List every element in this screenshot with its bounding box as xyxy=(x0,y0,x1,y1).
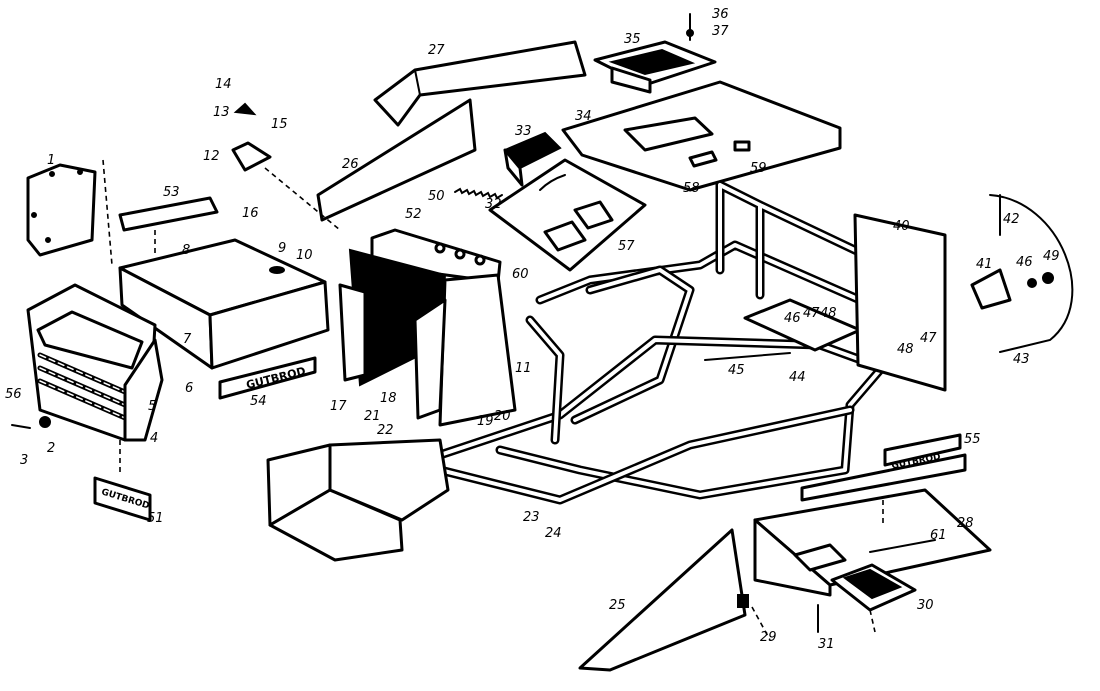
callout-60: 60 xyxy=(512,267,529,282)
callout-15: 15 xyxy=(271,117,288,132)
part-56-grille xyxy=(26,283,164,442)
part-54-gutbrod-decal: GUTBROD xyxy=(218,356,317,400)
part-13-knob xyxy=(233,102,257,116)
lower-fender-assembly xyxy=(266,438,450,562)
part-32-dash-plate xyxy=(488,158,647,272)
callout-37: 37 xyxy=(712,24,729,39)
callout-26: 26 xyxy=(342,157,359,172)
callout-45: 45 xyxy=(728,363,745,378)
callout-27: 27 xyxy=(428,43,445,58)
callout-32: 32 xyxy=(485,197,502,212)
callout-2: 2 xyxy=(47,441,55,456)
callout-14: 14 xyxy=(215,77,232,92)
callout-52: 52 xyxy=(405,207,422,222)
part-40-rear-plate xyxy=(853,213,947,392)
callout-30: 30 xyxy=(917,598,934,613)
callout-1: 1 xyxy=(47,153,55,168)
callout-42: 42 xyxy=(1003,212,1020,227)
callout-10: 10 xyxy=(296,248,313,263)
callout-28: 28 xyxy=(957,516,974,531)
part-2-nut xyxy=(39,416,51,428)
part-50-spring xyxy=(454,187,503,200)
callout-19: 19 xyxy=(477,414,494,429)
part-36-bolt xyxy=(686,13,694,41)
part-8-hood xyxy=(118,238,330,370)
callout-23: 23 xyxy=(523,510,540,525)
callout-3: 3 xyxy=(20,453,28,468)
part-28-side-console xyxy=(753,488,992,597)
callout-47: 47 xyxy=(920,331,937,346)
part-27-cover-plate xyxy=(373,40,587,127)
callout-7: 7 xyxy=(183,332,192,347)
callout-35: 35 xyxy=(624,32,641,47)
callout-44: 44 xyxy=(789,370,806,385)
callout-20: 20 xyxy=(494,409,511,424)
callout-11: 11 xyxy=(515,361,532,376)
part-11-dash-housing xyxy=(370,228,517,427)
callout-49: 49 xyxy=(1043,249,1060,264)
callout-22: 22 xyxy=(377,423,394,438)
callout-4: 4 xyxy=(150,431,158,446)
part-26-side-panel xyxy=(316,98,477,222)
part-12-bracket xyxy=(231,141,272,172)
callout-36: 36 xyxy=(712,7,729,22)
callout-50: 50 xyxy=(428,189,445,204)
part-3-screw xyxy=(11,424,31,429)
callout-53: 53 xyxy=(163,185,180,200)
part-41-hitch xyxy=(970,194,1074,353)
callout-12: 12 xyxy=(203,149,220,164)
part-51-badge: GUTBROD xyxy=(93,476,152,522)
callout-25: 25 xyxy=(609,598,626,613)
callout-58: 58 xyxy=(683,181,700,196)
callout-8: 8 xyxy=(182,243,190,258)
callout-29: 29 xyxy=(760,630,777,645)
callout-48: 48 xyxy=(897,342,914,357)
part-34-rear-panel xyxy=(561,80,842,192)
callout-6: 6 xyxy=(185,381,193,396)
leader-lines xyxy=(102,159,884,641)
callout-9: 9 xyxy=(278,241,286,256)
grille-slats xyxy=(37,352,128,421)
callout-labels: 1 2 3 4 5 6 7 8 9 10 11 12 13 14 15 16 1… xyxy=(5,7,1060,652)
callout-33: 33 xyxy=(515,124,532,139)
callout-16: 16 xyxy=(242,206,259,221)
part-25-floor-plate xyxy=(578,528,747,672)
callout-5: 5 xyxy=(148,399,156,414)
part-1-front-piece xyxy=(26,163,97,257)
callout-56: 56 xyxy=(5,387,22,402)
part-35-tray xyxy=(593,40,717,94)
callout-46: 46 xyxy=(1016,255,1033,270)
callout-41: 41 xyxy=(976,257,993,272)
callout-59: 59 xyxy=(750,161,767,176)
callout-18: 18 xyxy=(380,391,397,406)
callout-31: 31 xyxy=(818,637,835,652)
callout-61: 61 xyxy=(930,528,947,543)
callout-13: 13 xyxy=(213,105,230,120)
callout-40: 40 xyxy=(893,219,910,234)
part-29-nut xyxy=(737,594,749,608)
callout-48b: 48 xyxy=(820,306,837,321)
callout-57: 57 xyxy=(618,239,635,254)
callout-17: 17 xyxy=(330,399,347,414)
callout-24: 24 xyxy=(545,526,562,541)
callout-34: 34 xyxy=(575,109,592,124)
callout-54: 54 xyxy=(250,394,267,409)
part-30-tray xyxy=(830,563,917,612)
callout-21: 21 xyxy=(364,409,381,424)
callout-51: 51 xyxy=(147,511,164,526)
part-55-strip: GUTBROD xyxy=(800,433,967,502)
callout-43: 43 xyxy=(1013,352,1030,367)
part-33-control-box xyxy=(503,131,562,187)
part-17-radiator-panel xyxy=(338,248,447,420)
callout-55: 55 xyxy=(964,432,981,447)
callout-46b: 46 xyxy=(784,311,801,326)
part-53-decal xyxy=(118,196,219,232)
callout-47b: 47 xyxy=(803,306,820,321)
